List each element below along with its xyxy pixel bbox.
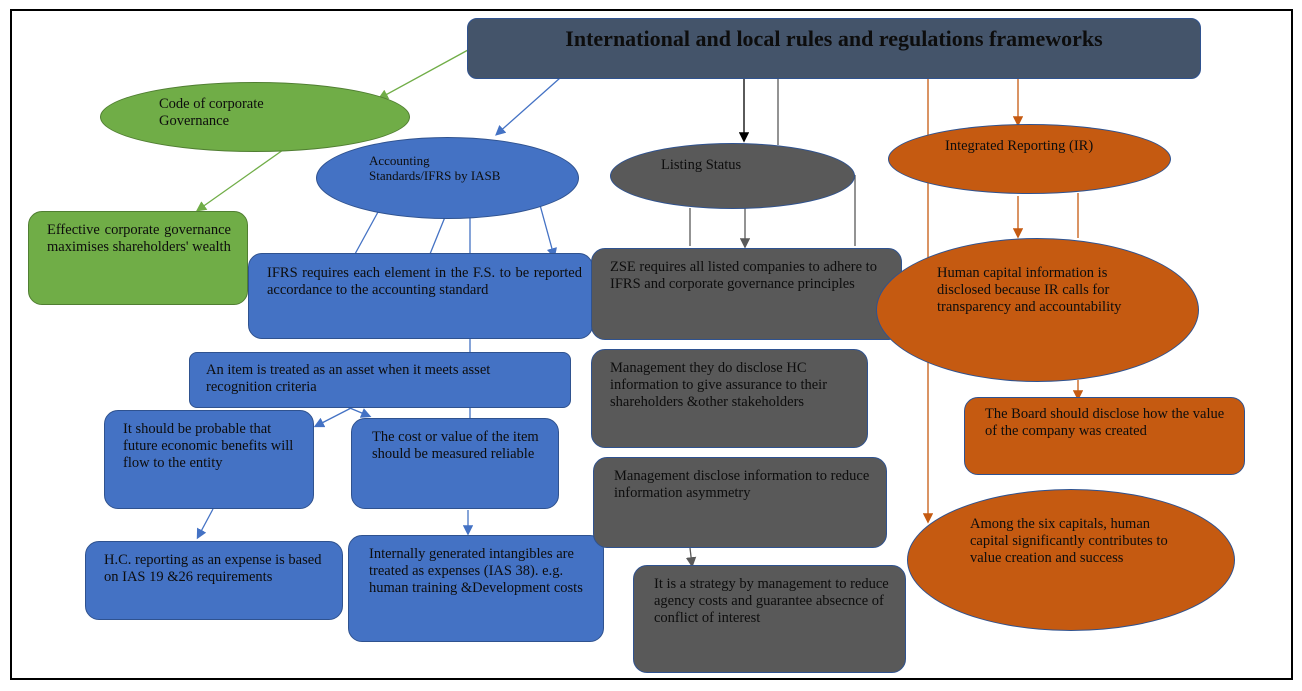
integrated-reporting-text: Integrated Reporting (IR) (945, 138, 1094, 154)
accounting-standards-text: Accounting Standards/IFRS by IASB (369, 153, 501, 184)
mgmt-reduce-asymmetry-node: Management disclose information to reduc… (593, 457, 887, 548)
asset-item-text: An item is treated as an asset when it m… (206, 362, 491, 395)
link-accounting-ifrs-1 (354, 211, 379, 255)
integrated-reporting-node: Integrated Reporting (IR) (888, 124, 1171, 194)
framework-title-text: International and local rules and regula… (565, 26, 1103, 51)
link-asymmetry-strategy (685, 547, 697, 568)
link-probable-hc (196, 508, 214, 540)
ifrs-requires-node: IFRS requires each element in the F.S. t… (248, 253, 593, 339)
code-governance-text: Code of corporate Governance (159, 96, 264, 129)
effective-governance-text: Effective corporate governance maximises… (47, 222, 231, 255)
ifrs-requires-text: IFRS requires each element in the F.S. t… (267, 265, 582, 298)
hc-expense-text: H.C. reporting as an expense is based on… (104, 552, 322, 585)
cost-value-node: The cost or value of the item should be … (351, 418, 559, 509)
hc-expense-node: H.C. reporting as an expense is based on… (85, 541, 343, 620)
effective-governance-node: Effective corporate governance maximises… (28, 211, 248, 305)
board-disclose-node: The Board should disclose how the value … (964, 397, 1245, 475)
link-governance-effective (195, 149, 284, 212)
strategy-agency-text: It is a strategy by management to reduce… (654, 576, 889, 626)
asset-item-node: An item is treated as an asset when it m… (189, 352, 571, 408)
cost-value-text: The cost or value of the item should be … (372, 429, 539, 462)
link-title-accounting (495, 77, 561, 136)
accounting-standards-node: Accounting Standards/IFRS by IASB (316, 137, 579, 219)
zse-requires-node: ZSE requires all listed companies to adh… (591, 248, 902, 340)
link-title-governance (377, 49, 469, 100)
code-governance-node: Code of corporate Governance (100, 82, 410, 152)
six-capitals-node: Among the six capitals, human capital si… (907, 489, 1235, 631)
link-accounting-ifrs-3 (539, 204, 557, 259)
zse-requires-text: ZSE requires all listed companies to adh… (610, 259, 877, 292)
mgmt-disclose-hc-text: Management they do disclose HC informati… (610, 360, 828, 410)
link-asset-probable (313, 405, 356, 428)
diagram-frame (10, 9, 1293, 680)
strategy-agency-node: It is a strategy by management to reduce… (633, 565, 906, 673)
framework-title: International and local rules and regula… (467, 18, 1201, 79)
listing-status-text: Listing Status (661, 157, 742, 173)
internal-intangibles-text: Internally generated intangibles are tre… (369, 546, 583, 596)
internal-intangibles-node: Internally generated intangibles are tre… (348, 535, 604, 642)
link-accounting-ifrs-2 (429, 216, 446, 255)
probable-benefits-node: It should be probable that future econom… (104, 410, 314, 509)
mgmt-disclose-hc-node: Management they do disclose HC informati… (591, 349, 868, 448)
hc-ir-transparency-node: Human capital information is disclosed b… (876, 238, 1199, 382)
hc-ir-transparency-text: Human capital information is disclosed b… (937, 265, 1122, 315)
listing-status-node: Listing Status (610, 143, 855, 209)
mgmt-reduce-asymmetry-text: Management disclose information to reduc… (614, 468, 870, 501)
probable-benefits-text: It should be probable that future econom… (123, 421, 294, 471)
six-capitals-text: Among the six capitals, human capital si… (970, 516, 1168, 566)
board-disclose-text: The Board should disclose how the value … (985, 406, 1225, 439)
